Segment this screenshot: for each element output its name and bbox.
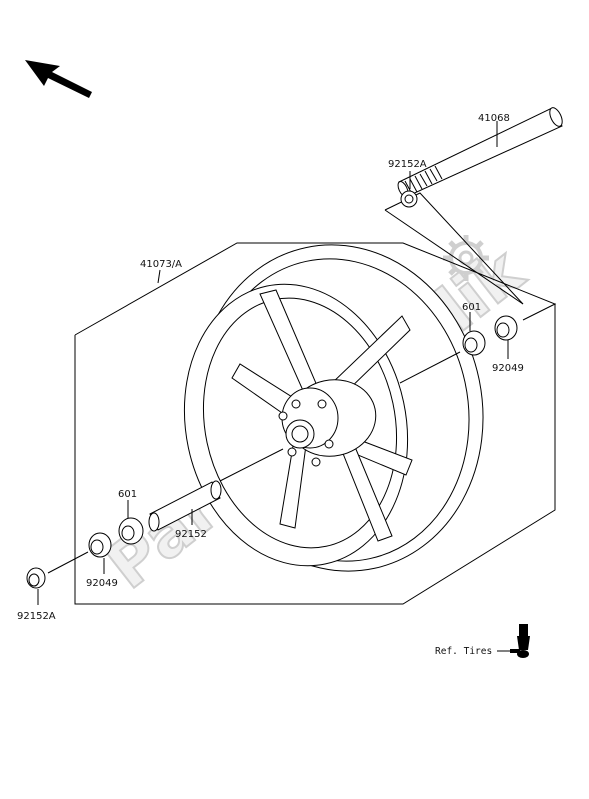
seal-92049-left [88,532,112,558]
label-ref-tires: Ref. Tires [435,646,492,657]
label-bearing-right: 601 [462,302,481,313]
label-axle: 41068 [478,113,510,124]
front-direction-arrow-icon [25,60,92,98]
label-seal-left: 92049 [86,578,118,589]
bearing-601-left [118,517,144,545]
collar-92152A-bottom [26,567,46,589]
spacer-92152 [148,480,222,532]
axle-41068 [397,107,563,197]
tire-valve [510,624,530,658]
wheel-41073A [183,244,484,572]
label-seal-right: 92049 [492,363,524,374]
gear-watermark-icon [443,235,489,281]
label-collar-bottom: 92152A [17,611,56,622]
seal-92049-right [494,315,518,341]
label-spacer: 92152 [175,529,207,540]
bearing-601-right [462,330,486,356]
group-frame [74,242,557,605]
collar-92152A-top [400,190,418,208]
label-collar-top: 92152A [388,159,427,170]
axle-group-frame [384,192,524,305]
label-wheel: 41073/A [140,259,182,270]
label-bearing-left: 601 [118,489,137,500]
